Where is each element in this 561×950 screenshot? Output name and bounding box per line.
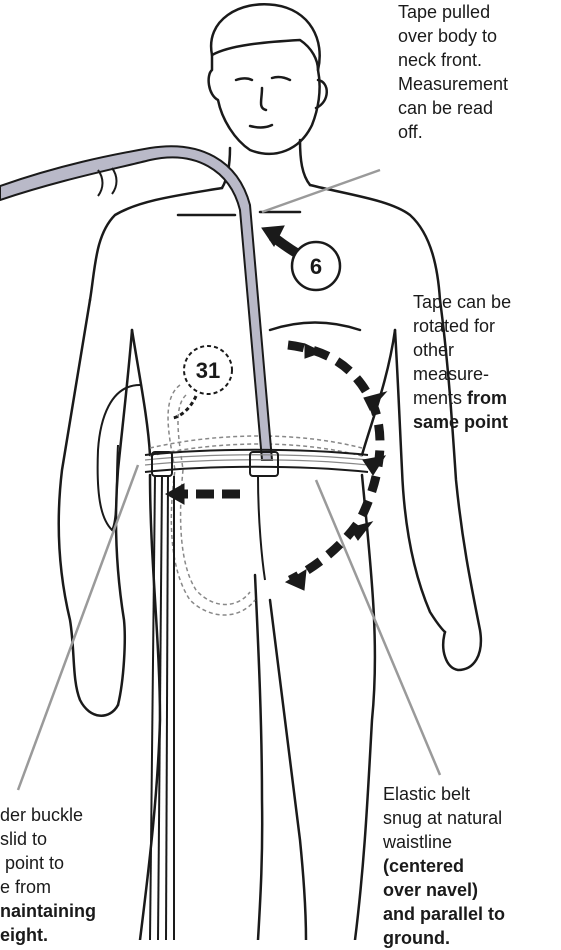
strap-2 — [158, 476, 162, 940]
annotation-bold-text: and parallel to — [383, 904, 505, 924]
annotation-bold-line: same point — [413, 410, 511, 434]
mouth — [250, 125, 272, 127]
marker-31-arrow — [172, 396, 196, 418]
annotation-line: e from — [0, 875, 96, 899]
annotation-line: Elastic belt — [383, 782, 505, 806]
belt-bottom — [145, 467, 368, 472]
collar — [178, 212, 300, 215]
annotation-line: Tape pulled — [398, 0, 508, 24]
belt-back-dashed — [150, 436, 362, 448]
annotation-line: off. — [398, 120, 508, 144]
annotation-line: neck front. — [398, 48, 508, 72]
tape-strip — [0, 146, 272, 460]
annotation-line: slid to — [0, 827, 96, 851]
annotation-bold-text: over navel) — [383, 880, 478, 900]
annotation-line: point to — [0, 851, 96, 875]
leader-slider — [18, 465, 138, 790]
annotation-elastic-belt: Elastic belt snug at natural waistline (… — [383, 782, 505, 950]
annotation-bold-text: eight. — [0, 925, 48, 945]
leg-inner-2 — [270, 600, 306, 940]
annotation-text: ments — [413, 388, 467, 408]
shoulder-left — [90, 188, 222, 300]
annotation-line: Tape can be — [413, 290, 511, 314]
marker-6-label: 6 — [310, 254, 322, 279]
annotation-slider-buckle: der buckle slid to point to e from naint… — [0, 803, 96, 947]
eye-right — [272, 77, 290, 80]
belt-stripe-2 — [145, 460, 368, 465]
annotation-bold-line: naintaining — [0, 899, 96, 923]
strap-3 — [166, 476, 168, 940]
annotation-bold-line: eight. — [0, 923, 96, 947]
annotation-bold-text: naintaining — [0, 901, 96, 921]
torso-left — [132, 330, 150, 455]
annotation-bold-text: same point — [413, 412, 508, 432]
leader-belt — [316, 480, 440, 775]
annotation-tape-pulled: Tape pulled over body to neck front. Mea… — [398, 0, 508, 144]
annotation-bold-line: ground. — [383, 926, 505, 950]
annotation-tape-rotated: Tape can be rotated for other measure- m… — [413, 290, 511, 434]
annotation-bold-text: (centered — [383, 856, 464, 876]
head-outline — [209, 4, 320, 154]
annotation-bold-line: over navel) — [383, 878, 505, 902]
annotation-line: rotated for — [413, 314, 511, 338]
leader-top — [262, 170, 380, 212]
annotation-line: der buckle — [0, 803, 96, 827]
annotation-line: waistline — [383, 830, 505, 854]
eye-left — [236, 79, 252, 81]
nose — [261, 88, 266, 110]
annotation-line: other — [413, 338, 511, 362]
annotation-line: snug at natural — [383, 806, 505, 830]
annotation-line: can be read — [398, 96, 508, 120]
hair — [212, 40, 318, 70]
neck-right — [300, 140, 310, 185]
annotation-line: measure- — [413, 362, 511, 386]
leg-inner — [255, 575, 262, 940]
annotation-line: over body to — [398, 24, 508, 48]
annotation-bold-line: (centered — [383, 854, 505, 878]
marker-31-label: 31 — [196, 358, 220, 383]
chest-line — [270, 323, 360, 331]
annotation-bold-line: and parallel to — [383, 902, 505, 926]
hip-right — [355, 475, 375, 940]
strap-5 — [258, 476, 265, 580]
annotation-bold-text: from — [467, 388, 507, 408]
annotation-line-mixed: ments from — [413, 386, 511, 410]
annotation-bold-text: ground. — [383, 928, 450, 948]
pocket-outline-2 — [178, 395, 250, 605]
annotation-line: Measurement — [398, 72, 508, 96]
